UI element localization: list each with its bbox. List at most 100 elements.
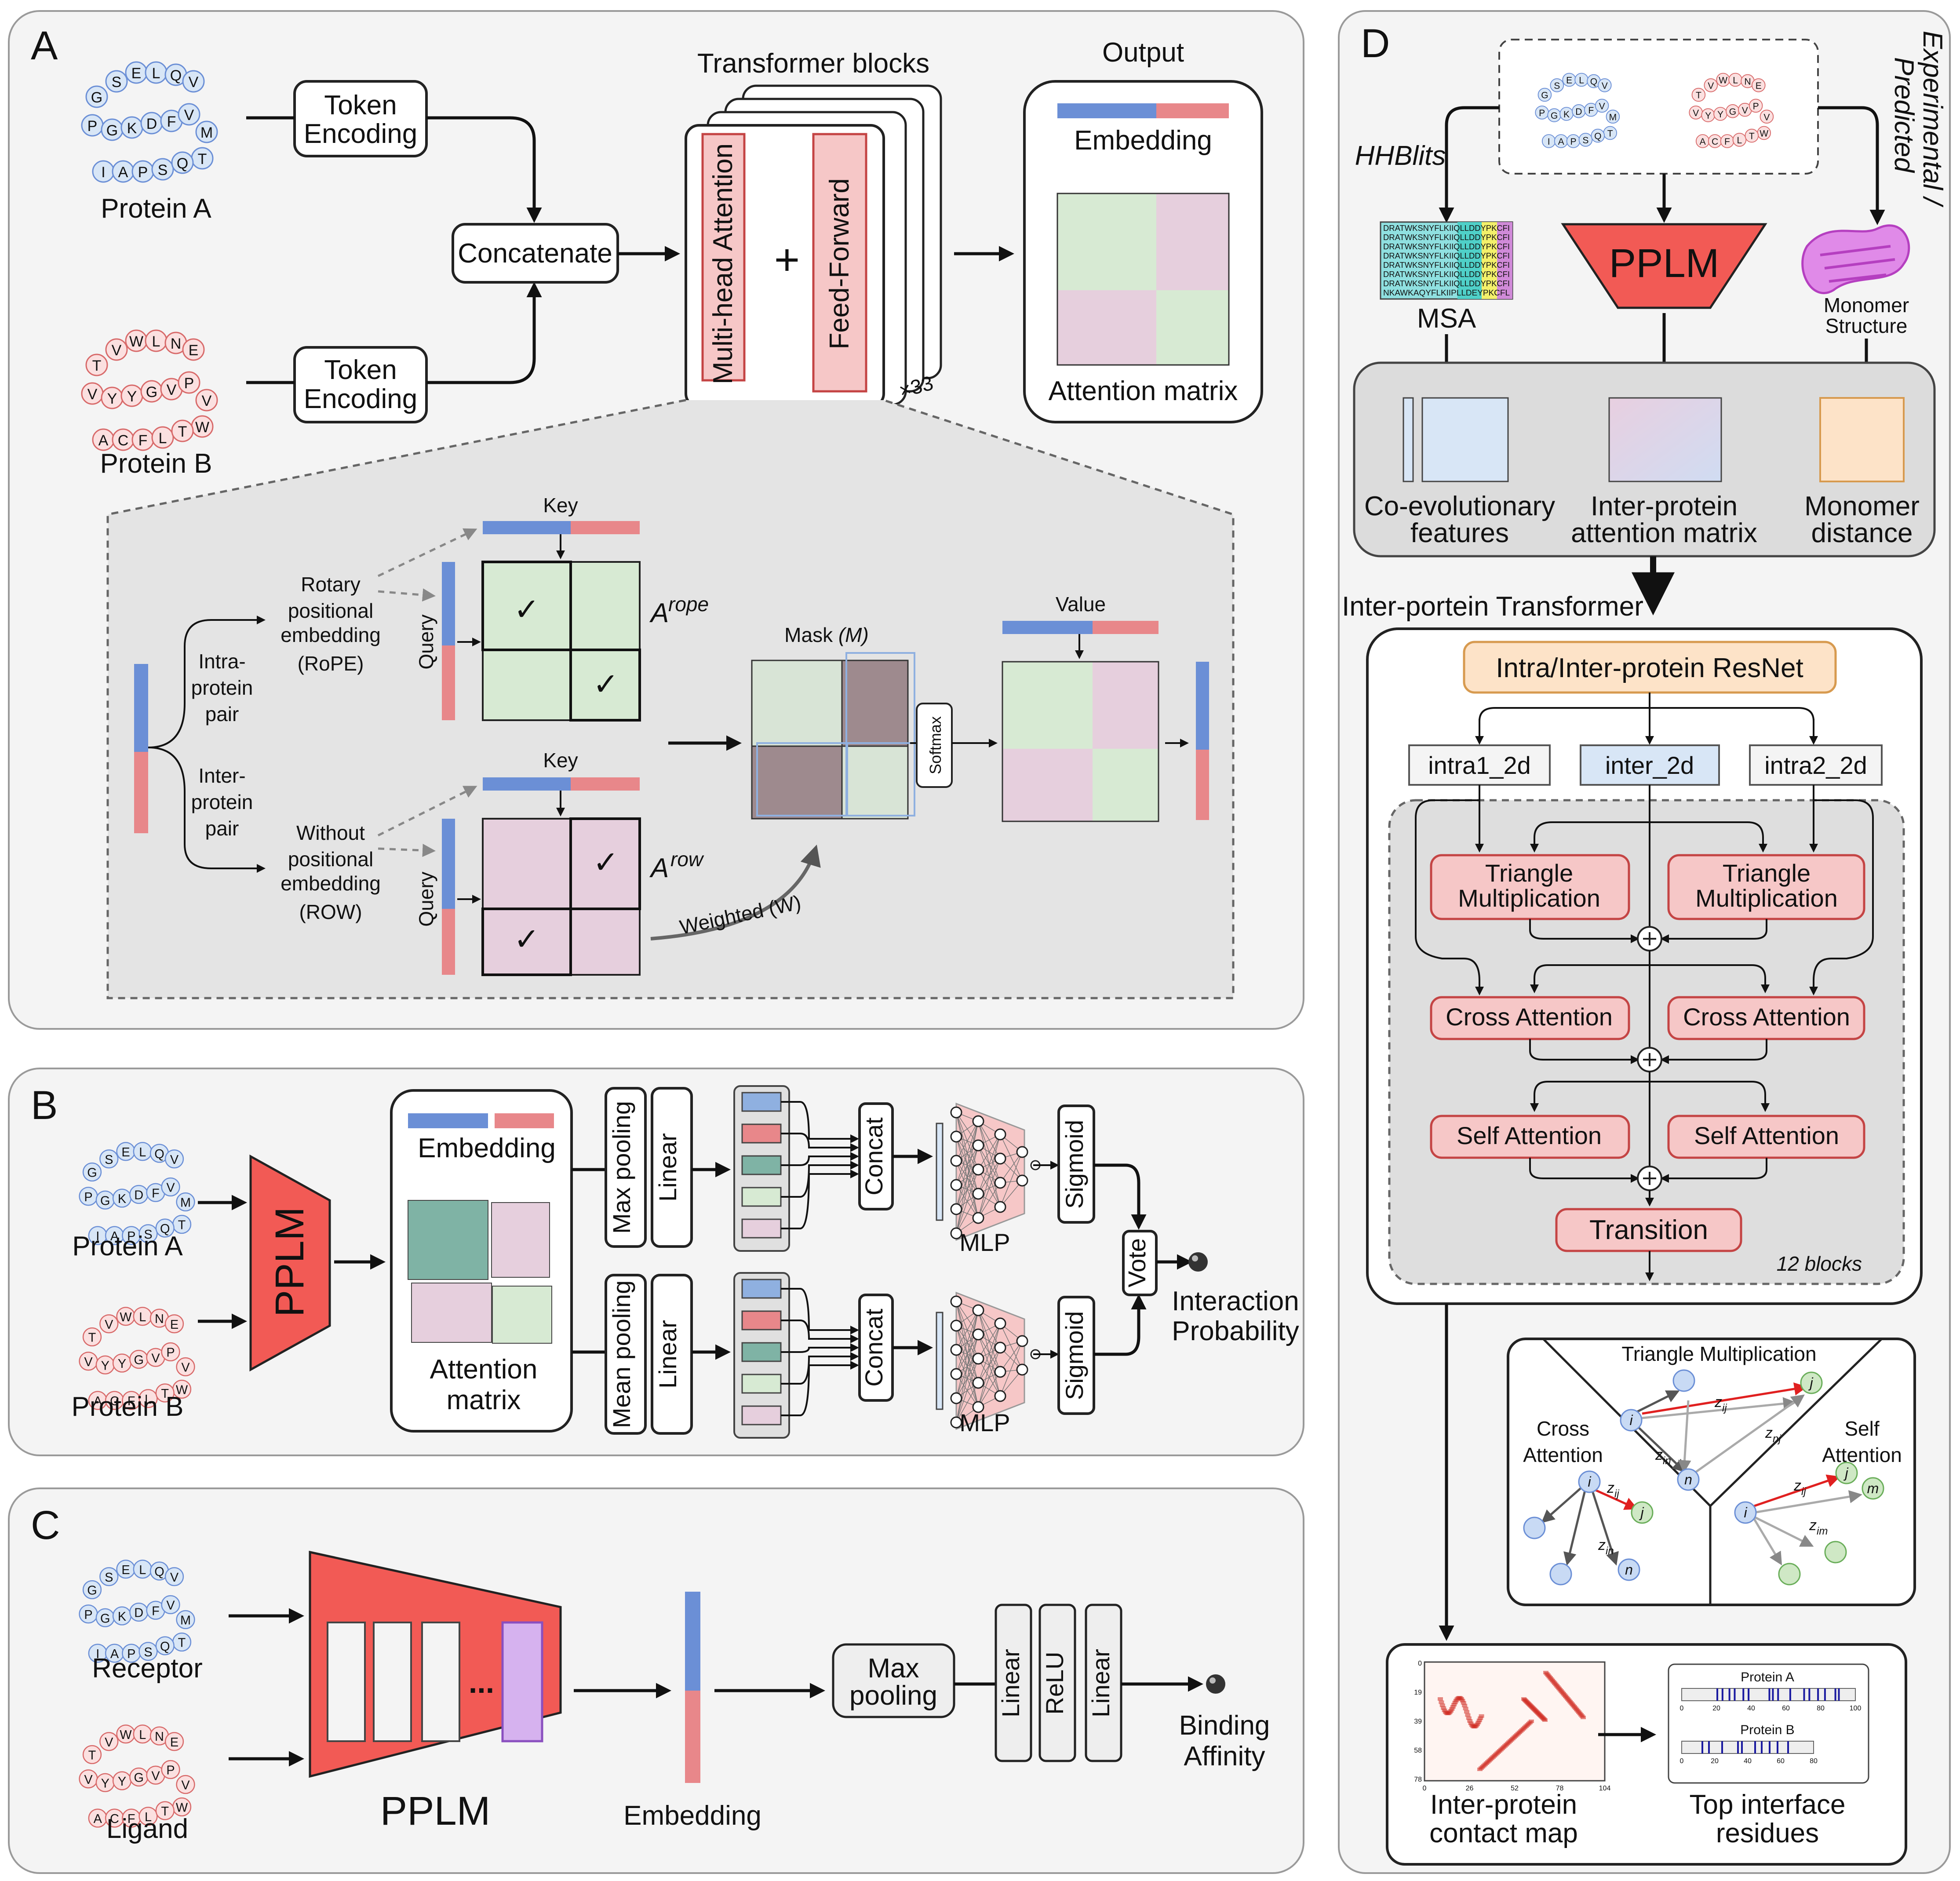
svg-text:V: V (105, 1735, 113, 1750)
svg-text:L: L (145, 1393, 152, 1407)
svg-text:n: n (1684, 1472, 1692, 1487)
svg-text:L: L (152, 65, 160, 82)
svg-text:W: W (120, 1728, 132, 1742)
svg-text:Triangle: Triangle (1723, 859, 1811, 887)
svg-text:Protein B: Protein B (1740, 1723, 1794, 1737)
svg-text:F: F (1724, 137, 1730, 147)
svg-text:Key: Key (543, 749, 578, 772)
svg-text:Self Attention: Self Attention (1457, 1122, 1602, 1149)
svg-text:C: C (110, 1812, 119, 1826)
svg-text:40: 40 (1747, 1705, 1755, 1712)
svg-text:V: V (1693, 108, 1699, 118)
svg-text:G: G (87, 1584, 97, 1598)
svg-text:F: F (152, 1604, 160, 1618)
svg-text:Y: Y (118, 1357, 126, 1371)
svg-text:...: ... (469, 1665, 494, 1699)
svg-text:i: i (1744, 1505, 1747, 1520)
svg-text:60: 60 (1782, 1705, 1790, 1712)
svg-text:78: 78 (1414, 1776, 1422, 1783)
svg-text:B: B (31, 1083, 58, 1128)
svg-text:L: L (139, 1728, 146, 1742)
svg-text:Embedding: Embedding (418, 1133, 556, 1163)
svg-text:V: V (166, 1181, 175, 1195)
svg-text:W: W (176, 1383, 188, 1397)
svg-text:M: M (180, 1614, 191, 1628)
ff-label: Feed-Forward (824, 178, 855, 349)
svg-text:I: I (101, 164, 105, 181)
svg-text:A: A (110, 1229, 119, 1243)
inter-protein-transformer: Intra/Inter-protein ResNet intra1_2d int… (1366, 627, 1923, 1305)
svg-text:D: D (1575, 107, 1582, 117)
svg-text:Probability: Probability (1172, 1316, 1299, 1346)
svg-text:Without: Without (296, 821, 365, 844)
svg-text:DRATWKSNYFLKIIQLLDDYPKCFI: DRATWKSNYFLKIIQLLDDYPKCFI (1383, 224, 1510, 233)
svg-text:MLP: MLP (959, 1409, 1010, 1436)
svg-text:S: S (105, 1571, 113, 1585)
svg-text:i: i (1629, 1412, 1633, 1428)
svg-text:0: 0 (1680, 1757, 1684, 1765)
svg-text:pair: pair (205, 703, 239, 725)
svg-text:A: A (94, 1812, 102, 1826)
svg-text:PPLM: PPLM (380, 1789, 491, 1834)
concatenate-box: Concatenate (452, 223, 619, 284)
svg-text:Y: Y (118, 1775, 126, 1789)
svg-text:L: L (139, 1563, 146, 1577)
svg-text:residues: residues (1716, 1818, 1819, 1848)
svg-text:P: P (1753, 101, 1759, 111)
svg-text:T: T (88, 1331, 96, 1345)
svg-text:Monomer: Monomer (1804, 491, 1920, 521)
svg-text:matrix: matrix (447, 1385, 521, 1415)
svg-text:V: V (87, 386, 98, 403)
attention-detail-zoom (106, 399, 1235, 999)
svg-text:E: E (170, 1735, 179, 1750)
svg-text:S: S (144, 1645, 152, 1659)
svg-text:V: V (189, 74, 199, 91)
svg-text:Sigmoid: Sigmoid (1060, 1120, 1088, 1209)
svg-text:Triangle Multiplication: Triangle Multiplication (1621, 1342, 1816, 1365)
svg-text:V: V (84, 1773, 93, 1787)
svg-text:I: I (1548, 137, 1550, 147)
svg-text:Transition: Transition (1589, 1215, 1708, 1245)
svg-text:0: 0 (1680, 1705, 1684, 1712)
pplm-output-box-b: Embedding Attention matrix (390, 1089, 573, 1433)
svg-text:G: G (87, 1166, 97, 1180)
svg-text:I: I (96, 1229, 99, 1243)
svg-text:Value: Value (1056, 593, 1106, 616)
svg-text:P: P (1570, 137, 1576, 147)
svg-text:D: D (134, 1606, 143, 1620)
concat-bottom: Concat (858, 1294, 894, 1402)
svg-text:E: E (189, 342, 199, 359)
svg-text:Cross Attention: Cross Attention (1683, 1003, 1850, 1031)
svg-text:L: L (1579, 76, 1584, 86)
svg-text:Embedding: Embedding (1074, 125, 1212, 156)
vote-box: Vote (1122, 1230, 1158, 1296)
output-box: Embedding Attention matrix (1023, 80, 1263, 423)
svg-text:N: N (1744, 77, 1751, 87)
svg-text:Attention: Attention (1822, 1444, 1902, 1466)
svg-text:D: D (134, 1188, 143, 1203)
svg-text:P: P (184, 375, 194, 392)
svg-text:T: T (198, 151, 207, 168)
svg-text:DRATWKSNYFLKIIQLLDDYPKCFI: DRATWKSNYFLKIIQLLDDYPKCFI (1383, 261, 1510, 270)
svg-text:Y: Y (101, 1359, 109, 1373)
svg-text:T: T (92, 357, 102, 374)
svg-text:Inter-protein: Inter-protein (1430, 1790, 1577, 1820)
svg-text:W: W (195, 419, 209, 436)
svg-text:row: row (670, 848, 704, 871)
token-encoding-b: Token Encoding (293, 346, 428, 423)
svg-text:Encoding: Encoding (304, 384, 418, 414)
msa-alignment: DRATWKSNYFLKIIQLLDDYPKCFI DRATWKSNYFLKIIQ… (1380, 221, 1513, 300)
svg-text:80: 80 (1817, 1705, 1825, 1712)
svg-text:Q: Q (160, 1222, 170, 1236)
output-title: Output (1102, 37, 1184, 68)
svg-text:A: A (118, 164, 128, 181)
svg-text:✓: ✓ (514, 592, 540, 627)
svg-text:Multiplication: Multiplication (1695, 884, 1838, 912)
svg-text:V: V (1742, 106, 1748, 116)
svg-text:+: + (774, 235, 800, 284)
svg-text:S: S (105, 1153, 113, 1167)
svg-text:V: V (167, 382, 177, 398)
